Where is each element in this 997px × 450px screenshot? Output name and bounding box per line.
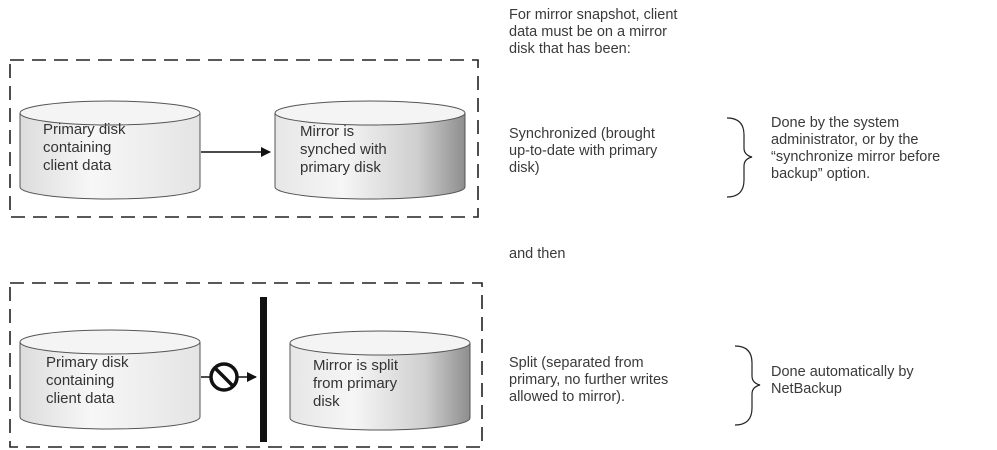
label-line: from primary [313, 375, 398, 392]
step1-primary-disk-label: Primary disk containing client data [43, 121, 126, 175]
step1-mirror-disk-label: Mirror is synched with primary disk [300, 123, 387, 177]
note-line: NetBackup [771, 381, 842, 397]
intro-text: For mirror snapshot, client data must be… [509, 7, 677, 58]
note-line: administrator, or by the [771, 132, 919, 148]
intro-line: For mirror snapshot, client [509, 7, 678, 23]
intro-line: disk that has been: [509, 41, 631, 57]
step2-mirror-disk-cylinder [289, 330, 471, 431]
label-line: disk [313, 393, 340, 410]
no-entry-icon [209, 362, 239, 392]
step2-mirror-disk-label: Mirror is split from primary disk [313, 357, 398, 411]
label-line: containing [43, 139, 112, 156]
step1-note: Done by the system administrator, or by … [771, 115, 940, 183]
label-line: synched with [300, 141, 387, 158]
note-line: Done by the system [771, 115, 900, 131]
label-line: client data [46, 390, 115, 407]
connector-line: and then [509, 246, 566, 262]
step2-description: Split (separated from primary, no furthe… [509, 355, 668, 406]
label-line: primary disk [300, 159, 381, 176]
step1-brace [726, 117, 753, 198]
description-line: Split (separated from [509, 355, 644, 371]
step1-primary-disk-cylinder [19, 100, 201, 200]
note-line: Done automatically by [771, 364, 914, 380]
note-line: backup” option. [771, 166, 871, 182]
step2-note: Done automatically by NetBackup [771, 364, 914, 398]
label-line: Mirror is split [313, 357, 398, 374]
description-line: primary, no further writes [509, 372, 669, 388]
step1-mirror-disk-cylinder [274, 100, 466, 200]
step2-primary-disk-cylinder [19, 329, 201, 430]
connector-text: and then [509, 246, 565, 263]
step1-description: Synchronized (brought up-to-date with pr… [509, 126, 657, 177]
note-line: “synchronize mirror before [771, 149, 941, 165]
label-line: Primary disk [43, 121, 126, 138]
step2-dashed-box [9, 282, 483, 448]
label-line: containing [46, 372, 115, 389]
step1-dashed-box [9, 59, 479, 218]
label-line: Primary disk [46, 354, 129, 371]
split-barrier [260, 297, 267, 442]
description-line: disk) [509, 160, 540, 176]
description-line: Synchronized (brought [509, 126, 655, 142]
step2-brace [734, 345, 761, 426]
label-line: Mirror is [300, 123, 355, 140]
description-line: up-to-date with primary [509, 143, 658, 159]
step2-primary-disk-label: Primary disk containing client data [46, 354, 129, 408]
label-line: client data [43, 157, 112, 174]
description-line: allowed to mirror). [509, 389, 626, 405]
intro-line: data must be on a mirror [509, 24, 667, 40]
